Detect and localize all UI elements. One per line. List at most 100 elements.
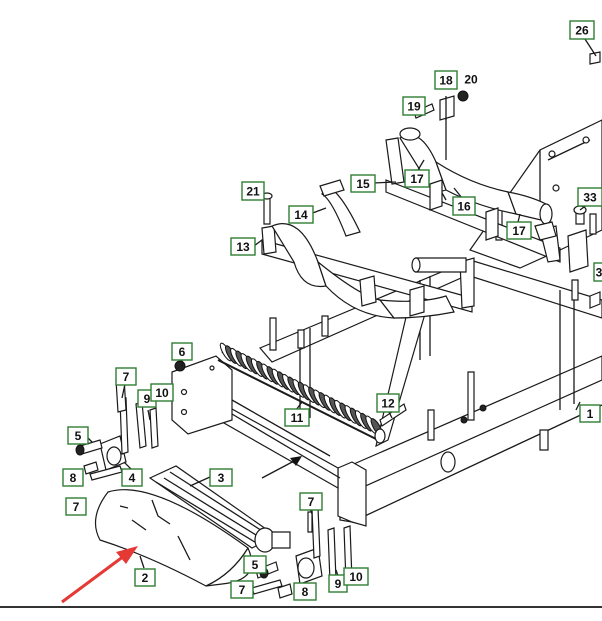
- callout-box: [579, 404, 601, 423]
- callout-label: 2: [142, 571, 149, 585]
- callout-p10a: 10: [150, 383, 174, 402]
- callout-box: [115, 367, 137, 386]
- callout-label: 8: [302, 585, 309, 599]
- callout-label: 10: [349, 570, 363, 584]
- callout-box: [299, 492, 323, 511]
- callout-p10b: 10: [343, 567, 369, 586]
- callout-label: 5: [252, 558, 259, 572]
- callout-p7a: 7: [115, 367, 137, 386]
- callout-box: [62, 468, 84, 487]
- callout-box: [593, 262, 602, 282]
- callout-box: [134, 568, 156, 587]
- left-bearing-hardware: [75, 377, 159, 481]
- callout-p3: 3: [209, 468, 233, 487]
- callout-label: 7: [239, 583, 246, 597]
- callout-box: [434, 70, 458, 90]
- callout-box: [404, 169, 430, 188]
- callout-box: [350, 174, 376, 193]
- callout-label: 5: [75, 429, 82, 443]
- callout-box: [569, 20, 595, 40]
- callout-p4: 4: [121, 468, 143, 487]
- callout-label: 6: [179, 345, 186, 359]
- callout-p33: 33: [577, 187, 602, 207]
- brush-auger-shaft: [217, 342, 386, 444]
- feed-direction-arrow: [261, 456, 302, 479]
- callout-p2: 2: [134, 568, 156, 587]
- callout-box: [452, 196, 476, 216]
- callout-p18: 18: [434, 70, 458, 90]
- highlight-arrow: [61, 546, 138, 604]
- callout-box: [241, 181, 265, 201]
- callout-box: [230, 580, 254, 599]
- callout-p3r: 3: [593, 262, 602, 282]
- callout-p13: 13: [230, 237, 256, 256]
- callout-box: [171, 342, 193, 361]
- callout-label: 17: [410, 172, 424, 186]
- callout-p12: 12: [376, 393, 400, 413]
- bottom-divider: [0, 606, 602, 608]
- callout-label: 11: [291, 411, 304, 425]
- callout-p8a: 8: [62, 468, 84, 487]
- callout-label: 10: [155, 386, 169, 400]
- front-idler-assembly: [261, 179, 475, 319]
- callout-box: [209, 468, 233, 487]
- callout-label: 17: [512, 224, 526, 238]
- callout-p17a: 17: [404, 169, 430, 188]
- callout-label: 14: [294, 208, 308, 222]
- callout-p6: 6: [171, 342, 193, 361]
- callout-label: 15: [356, 177, 370, 191]
- callout-box: [506, 221, 532, 240]
- callout-label: 18: [439, 74, 453, 88]
- front-roller-assembly: [94, 465, 291, 587]
- callout-p5b: 5: [243, 555, 267, 574]
- callout-p26: 26: [569, 20, 595, 40]
- callout-p1: 1: [579, 404, 601, 423]
- callout-p21: 21: [241, 181, 265, 201]
- callout-box: [243, 555, 267, 574]
- callout-p7c: 7: [299, 492, 323, 511]
- callout-label: 12: [381, 397, 395, 411]
- callout-box: [293, 582, 317, 601]
- callout-box: [288, 205, 314, 224]
- callout-p11: 11: [284, 408, 310, 427]
- rear-idler-assembly: [385, 127, 561, 263]
- callout-label: 1: [587, 407, 594, 421]
- callout-label: 9: [335, 577, 342, 591]
- callout-box: [121, 468, 143, 487]
- callout-p19: 19: [402, 96, 426, 116]
- callout-box: [67, 426, 89, 445]
- callout-label: 19: [407, 100, 421, 114]
- callout-label: 3: [596, 266, 602, 280]
- callout-label: 7: [308, 495, 315, 509]
- callout-label: 9: [144, 392, 151, 406]
- callout-box: [402, 96, 426, 116]
- callout-label: 4: [129, 471, 136, 485]
- callout-label: 3: [218, 471, 225, 485]
- callout-box: [150, 383, 174, 402]
- callout-p8b: 8: [293, 582, 317, 601]
- callout-box: [65, 497, 87, 516]
- callout-box: [230, 237, 256, 256]
- callout-p16: 16: [452, 196, 476, 216]
- callout-box: [577, 187, 602, 207]
- callout-label: 20: [464, 73, 478, 87]
- callout-p14: 14: [288, 205, 314, 224]
- callout-p7b: 7: [65, 497, 87, 516]
- callout-p17b: 17: [506, 221, 532, 240]
- callout-box: [343, 567, 369, 586]
- callout-label: 21: [246, 185, 260, 199]
- right-bearing-hardware: [251, 507, 353, 599]
- callout-p20: 20: [464, 73, 478, 87]
- callout-label: 8: [70, 471, 77, 485]
- callout-box: [376, 393, 400, 413]
- callout-label: 33: [583, 191, 597, 205]
- callout-label: 26: [575, 24, 589, 38]
- callout-p7d: 7: [230, 580, 254, 599]
- callout-label: 7: [73, 500, 80, 514]
- callout-box: [284, 408, 310, 427]
- callout-p15: 15: [350, 174, 376, 193]
- callout-label: 7: [123, 370, 130, 384]
